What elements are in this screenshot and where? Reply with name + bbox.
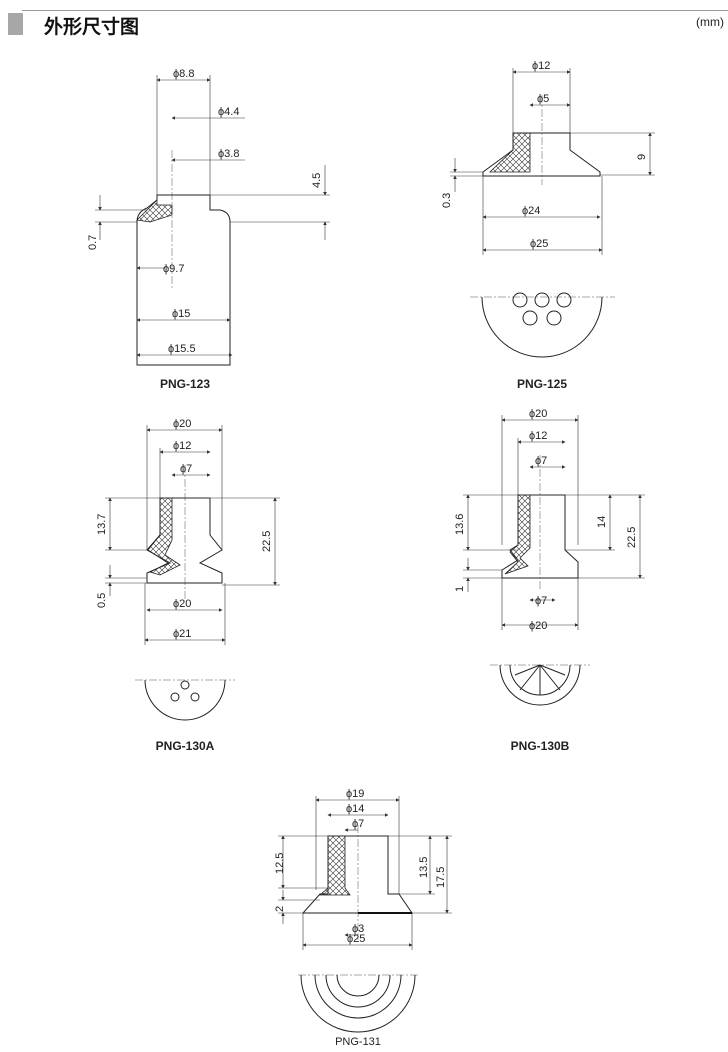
dim-label: ϕ19: [346, 788, 364, 800]
dim-label: ϕ24: [522, 205, 540, 217]
drawing-png-125: ϕ12 ϕ5 9 0.3 ϕ24 ϕ25 PNG-125: [441, 60, 655, 391]
dim-label: 0.5: [96, 593, 108, 608]
drawing-png-123: ϕ8.8 ϕ4.4 ϕ3.8 4.5 0.7 ϕ9.7 ϕ15 ϕ15.5 PN…: [87, 68, 330, 391]
dim-label: ϕ12: [529, 430, 547, 442]
dim-label: ϕ3.8: [218, 148, 239, 160]
dim-label: ϕ7: [535, 595, 547, 607]
dim-label: 0.3: [441, 193, 453, 208]
suction-holes: [512, 292, 572, 326]
dim-label: ϕ9.7: [163, 263, 184, 275]
dim-label: ϕ20: [173, 418, 191, 430]
drawing-png-130a: ϕ20 ϕ12 ϕ7 13.7 22.5 0.5 ϕ20 ϕ21 PNG-130…: [96, 418, 280, 753]
dim-label: 13.7: [96, 514, 108, 535]
section-marker: [8, 13, 23, 35]
dim-label: ϕ25: [530, 238, 548, 250]
dim-label: 2: [274, 906, 286, 912]
model-label: PNG-125: [517, 377, 567, 391]
dim-label: ϕ21: [173, 628, 191, 640]
dim-label: ϕ25: [347, 933, 365, 945]
dim-label: ϕ20: [173, 598, 191, 610]
model-label: PNG-123: [160, 377, 210, 391]
dim-label: 12.5: [274, 853, 286, 874]
model-label: PNG-130A: [156, 739, 215, 753]
model-label: PNG-130B: [511, 739, 570, 753]
drawing-png-130b: ϕ20 ϕ12 ϕ7 13.6 14 22.5 1 ϕ7 ϕ20 PNG-130…: [454, 408, 645, 753]
dim-label: ϕ12: [173, 440, 191, 452]
dim-label: 22.5: [261, 531, 273, 552]
dim-label: ϕ12: [532, 60, 550, 72]
dim-label: ϕ8.8: [173, 68, 194, 80]
dim-label: 4.5: [311, 173, 323, 188]
dim-label: 0.7: [87, 235, 99, 250]
dim-label: ϕ20: [529, 408, 547, 420]
dim-label: ϕ7: [535, 455, 547, 467]
dim-label: 9: [636, 154, 648, 160]
header-rule: [22, 10, 728, 11]
dim-label: ϕ15.5: [168, 343, 196, 355]
dim-label: ϕ15: [172, 308, 190, 320]
dim-label: 14: [596, 516, 608, 528]
dim-label: ϕ4.4: [218, 106, 239, 118]
dim-label: 13.6: [454, 514, 466, 535]
drawing-png-131: ϕ19 ϕ14 ϕ7 12.5 13.5 17.5 2 ϕ3 ϕ25 PNG-1…: [274, 788, 452, 1048]
dim-label: ϕ5: [537, 93, 549, 105]
dim-label: 22.5: [626, 527, 638, 548]
dim-label: ϕ14: [346, 803, 364, 815]
dim-label: ϕ7: [180, 463, 192, 475]
dim-label: ϕ20: [529, 620, 547, 632]
dim-label: ϕ3: [352, 923, 364, 935]
dim-label: 1: [454, 586, 466, 592]
dim-label: ϕ7: [352, 818, 364, 830]
page-title: 外形尺寸图: [44, 16, 140, 38]
unit-label: (mm): [696, 15, 724, 29]
model-label: PNG-131: [335, 1036, 381, 1048]
dim-label: 13.5: [418, 857, 430, 878]
dim-label: 17.5: [435, 867, 447, 888]
